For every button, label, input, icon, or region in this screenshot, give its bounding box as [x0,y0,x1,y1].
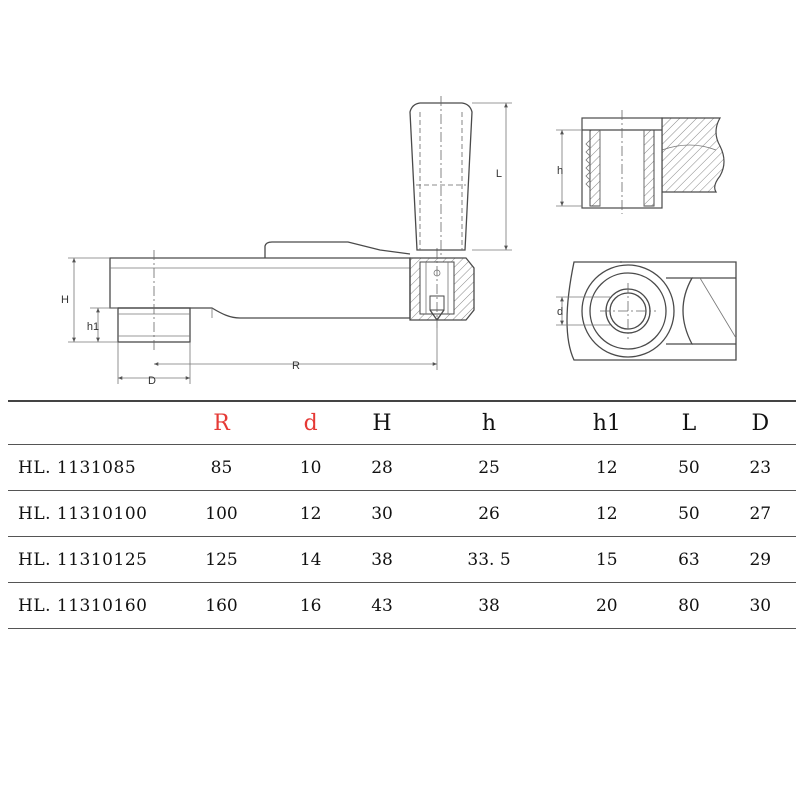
header-H: H [346,400,418,445]
dimensions-side-view: H h1 D R L [61,102,512,387]
header-d: d [275,400,347,445]
cell-H: 28 [346,444,418,491]
cell-R: 125 [168,536,275,583]
cell-R: 160 [168,582,275,629]
dim-label-L: L [496,168,502,180]
cell-D: 27 [724,490,796,537]
header-h: h [417,400,561,445]
crank-side-view [109,96,475,352]
cell-R: 85 [168,444,275,491]
cell-D: 30 [724,582,796,629]
cell-h1: 12 [560,444,654,491]
table-row: HL. 1131085 85 10 28 25 12 50 23 [8,444,796,491]
cell-h: 25 [417,444,561,491]
cell-model: HL. 11310125 [8,536,168,583]
cell-h: 38 [417,582,561,629]
cell-L: 50 [653,444,725,491]
cell-D: 29 [724,536,796,583]
header-model [8,400,168,445]
cell-h: 26 [417,490,561,537]
dim-label-h1: h1 [87,321,99,333]
section-detail-view: h [556,110,725,214]
cell-d: 14 [275,536,347,583]
table-row: HL. 11310160 160 16 43 38 20 80 30 [8,582,796,629]
cell-d: 12 [275,490,347,537]
spec-table: R d H h h1 L D HL. 1131085 85 10 28 25 1… [8,400,796,629]
cell-H: 43 [346,582,418,629]
cell-model: HL. 1131085 [8,444,168,491]
cell-L: 50 [653,490,725,537]
table-row: HL. 11310100 100 12 30 26 12 50 27 [8,490,796,537]
dim-label-h: h [557,165,563,177]
header-h1: h1 [560,400,654,445]
end-view: d [556,261,737,361]
cell-h: 33. 5 [417,536,561,583]
dim-label-R: R [292,360,300,372]
header-R: R [168,400,275,445]
cell-d: 10 [275,444,347,491]
cell-L: 63 [653,536,725,583]
cell-h1: 15 [560,536,654,583]
cell-model: HL. 11310160 [8,582,168,629]
dim-label-H: H [61,294,69,306]
table-header-row: R d H h h1 L D [8,400,796,445]
cell-model: HL. 11310100 [8,490,168,537]
technical-drawing: H h1 D R L h [61,96,737,387]
cell-h1: 12 [560,490,654,537]
cell-D: 23 [724,444,796,491]
dim-label-D: D [148,375,156,387]
dim-label-d: d [557,306,563,318]
cell-d: 16 [275,582,347,629]
cell-R: 100 [168,490,275,537]
cell-L: 80 [653,582,725,629]
cell-h1: 20 [560,582,654,629]
cell-H: 30 [346,490,418,537]
header-L: L [653,400,725,445]
cell-H: 38 [346,536,418,583]
header-D: D [724,400,796,445]
table-row: HL. 11310125 125 14 38 33. 5 15 63 29 [8,536,796,583]
